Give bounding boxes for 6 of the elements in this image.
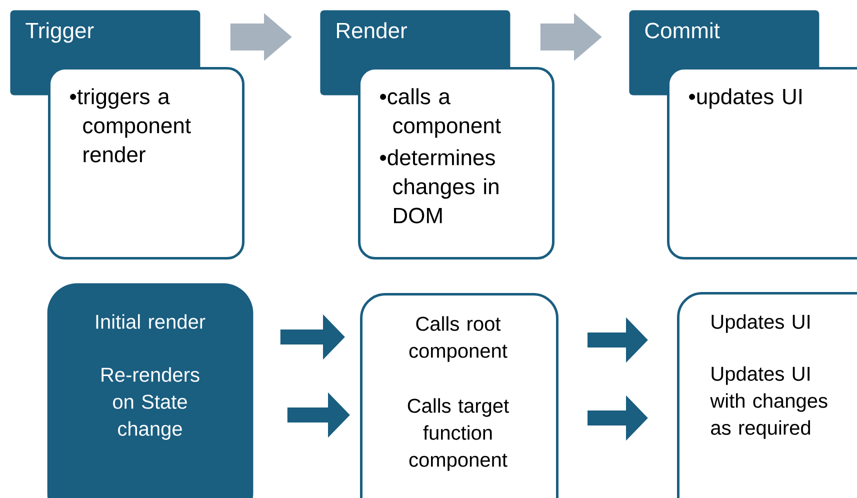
rounded-box: Updates UI Updates UI with changes as required — [677, 292, 857, 498]
rounded-box: Initial render Re-renders on State change — [47, 283, 254, 498]
stage-card: •triggers a component render — [48, 67, 244, 260]
rounded-box: Calls root component Calls target function component — [360, 293, 558, 498]
stage-card: •calls a component •determines changes in DOM — [358, 67, 554, 260]
stage-card: •updates UI — [667, 67, 857, 260]
